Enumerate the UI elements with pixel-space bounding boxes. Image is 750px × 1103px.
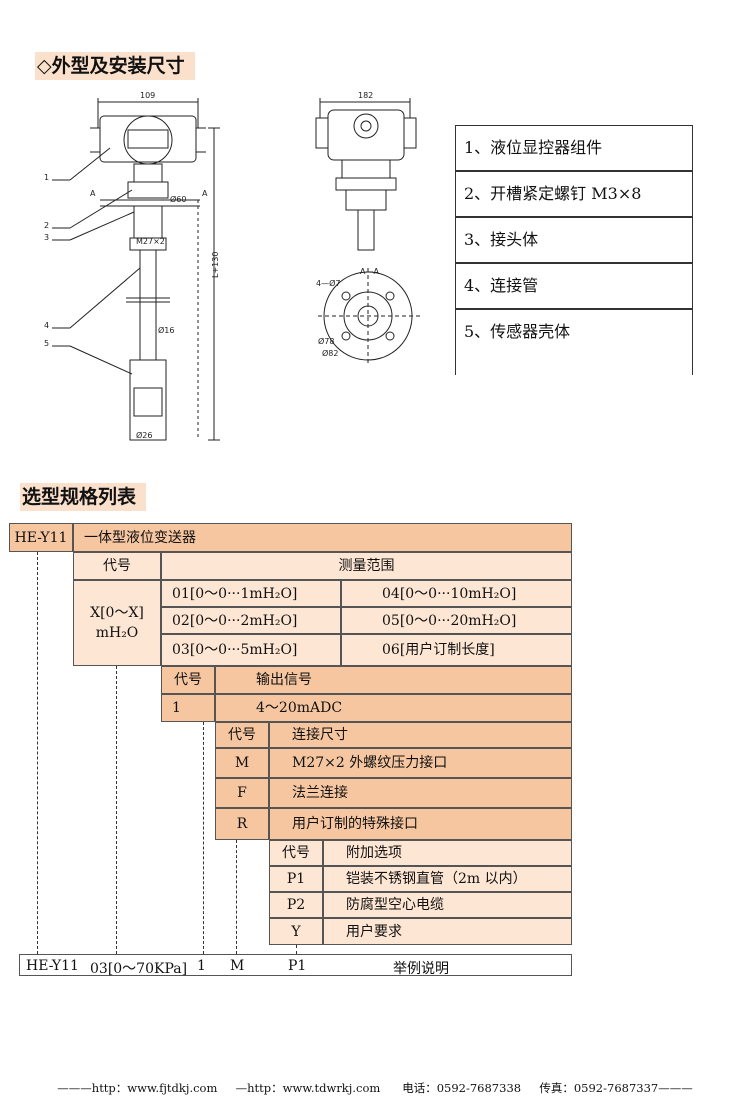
- connection-desc-m: M27×2 外螺纹压力接口: [269, 748, 572, 778]
- example-model: HE-Y11: [26, 958, 79, 974]
- range-code: X[0～X] mH₂O: [73, 580, 161, 666]
- range-item-04: 04[0～0···10mH₂O]: [341, 580, 572, 607]
- page-footer: ———http：www.fjtdkj.com —http：www.tdwrkj.…: [57, 1081, 693, 1095]
- callout-4: 4: [44, 321, 49, 330]
- example-label: 举例说明: [393, 961, 449, 977]
- section-title-dimensions: ◇外型及安装尺寸: [35, 52, 195, 80]
- dash-line-output: [203, 722, 204, 954]
- dim-small: Ø60: [170, 194, 186, 204]
- callout-3: 3: [44, 233, 49, 242]
- dash-line-connection: [236, 840, 237, 954]
- options-code-header: 代号: [269, 840, 323, 866]
- connection-code-f: F: [215, 778, 269, 808]
- connection-code-m: M: [215, 748, 269, 778]
- dimension-drawing: 109 182 L+130 Ø16 Ø26 M27×2 A A Ø60 A—A …: [44, 91, 420, 441]
- connection-header: 连接尺寸: [269, 722, 572, 748]
- callout-5: 5: [44, 339, 49, 348]
- range-code-text: X[0～X]: [90, 605, 144, 621]
- dim-thread: M27×2: [136, 237, 165, 246]
- range-item-06: 06[用户订制长度]: [341, 634, 572, 666]
- dim-length: L+130: [211, 252, 220, 278]
- options-header: 附加选项: [323, 840, 572, 866]
- connection-code-header: 代号: [215, 722, 269, 748]
- connection-code-r: R: [215, 808, 269, 840]
- spec-model-desc: 一体型液位变送器: [73, 523, 572, 552]
- legend-item-1: 1、液位显控器组件: [455, 125, 693, 171]
- dim-side-width: 182: [358, 91, 373, 100]
- dim-top-width: 109: [140, 91, 155, 100]
- legend-item-4: 4、连接管: [455, 263, 693, 309]
- legend-item-3: 3、接头体: [455, 217, 693, 263]
- dim-pipe: Ø16: [158, 325, 174, 335]
- range-item-05: 05[0～0···20mH₂O]: [341, 607, 572, 634]
- callout-2: 2: [44, 221, 49, 230]
- output-header: 输出信号: [215, 666, 572, 694]
- options-code-y: Y: [269, 918, 323, 945]
- dim-sensor: Ø26: [136, 430, 152, 440]
- range-item-01: 01[0～0···1mH₂O]: [161, 580, 341, 607]
- spec-model-code: HE-Y11: [9, 523, 73, 552]
- legend-item-2: 2、开槽紧定螺钉 M3×8: [455, 171, 693, 217]
- range-item-02: 02[0～0···2mH₂O]: [161, 607, 341, 634]
- section-label: A—A: [360, 267, 379, 276]
- connection-desc-r: 用户订制的特殊接口: [269, 808, 572, 840]
- example-row: HE-Y11 03[0～70KPa] 1 M P1 举例说明: [19, 954, 572, 977]
- section-mark-right: A: [202, 189, 208, 198]
- example-option: P1: [288, 958, 307, 974]
- dash-line-model: [37, 552, 38, 954]
- options-desc-p1: 铠装不锈钢直管（2m 以内）: [323, 866, 572, 892]
- example-range: 03[0～70KPa]: [90, 961, 188, 977]
- section-mark-left: A: [90, 189, 96, 198]
- range-code-unit: mH₂O: [95, 625, 139, 641]
- options-code-p1: P1: [269, 866, 323, 892]
- options-code-p2: P2: [269, 892, 323, 918]
- section-title-selection: 选型规格列表: [20, 483, 147, 511]
- output-code-header: 代号: [161, 666, 215, 694]
- callout-1: 1: [44, 173, 49, 182]
- range-code-header: 代号: [73, 552, 161, 580]
- example-output: 1: [197, 958, 206, 974]
- connection-desc-f: 法兰连接: [269, 778, 572, 808]
- dash-line-range: [116, 666, 117, 954]
- output-code-1: 1: [161, 694, 215, 722]
- output-desc-1: 4～20mADC: [215, 694, 572, 722]
- dim-bolt: 4—Ø7: [316, 278, 340, 288]
- dash-line-option: [296, 945, 297, 954]
- dim-flange-1: Ø78: [318, 336, 334, 346]
- range-header: 测量范围: [161, 552, 572, 580]
- example-connection: M: [230, 958, 245, 974]
- options-desc-y: 用户要求: [323, 918, 572, 945]
- legend-item-5: 5、传感器壳体: [455, 309, 693, 375]
- options-desc-p2: 防腐型空心电缆: [323, 892, 572, 918]
- range-item-03: 03[0～0···5mH₂O]: [161, 634, 341, 666]
- dim-flange-2: Ø82: [322, 348, 338, 358]
